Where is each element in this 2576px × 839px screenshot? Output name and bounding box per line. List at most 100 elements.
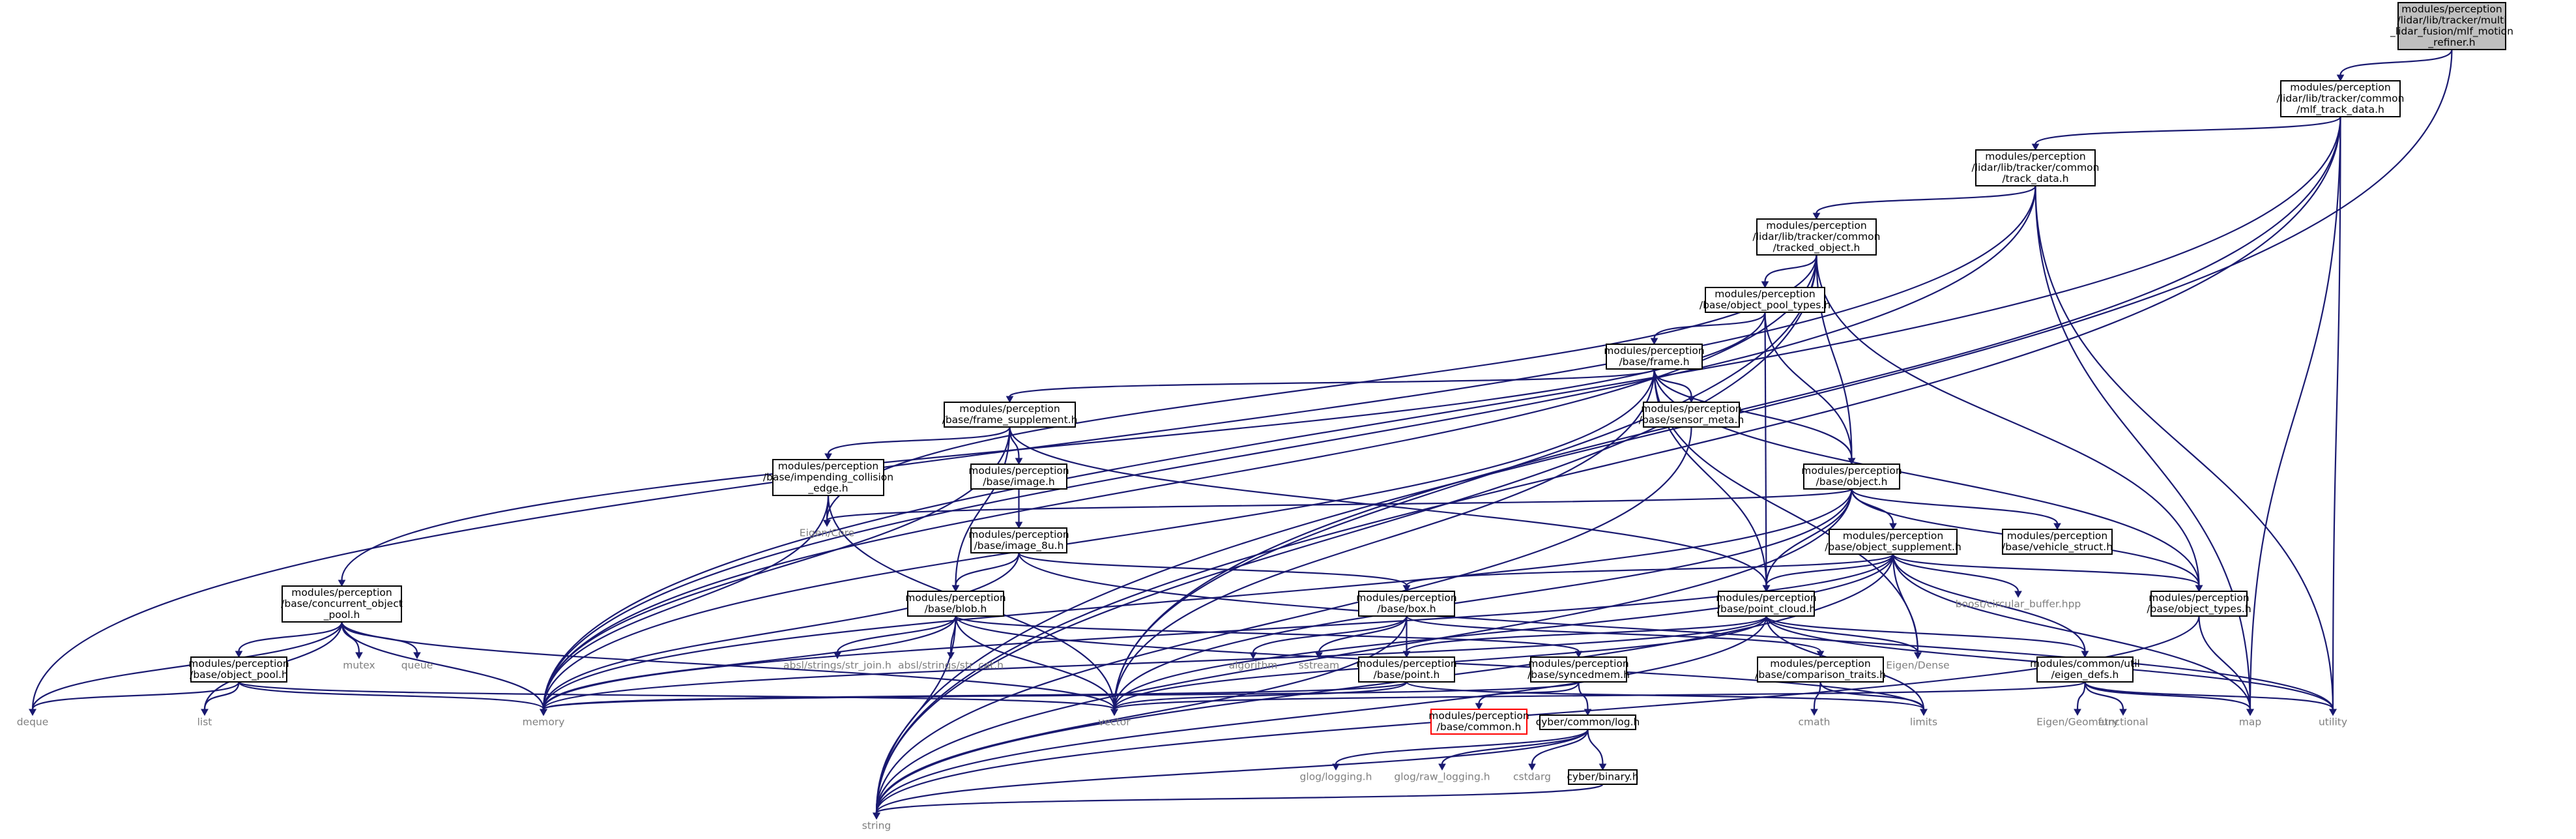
edge-object-pool-to-list — [203, 681, 240, 710]
arrowhead-eigen-defs-to-vector — [1110, 709, 1118, 716]
node-glog-logging: glog/logging.h — [1300, 771, 1372, 783]
node-impending[interactable]: modules/perception/base/impending_collis… — [763, 459, 893, 496]
node-cyber-log[interactable]: cyber/common/log.h — [1536, 714, 1640, 730]
edge-frame-to-object-h — [1653, 368, 1853, 459]
arrowhead-root-to-mlf-track-data — [2336, 74, 2345, 82]
node-point-cloud[interactable]: modules/perception/base/point_cloud.h — [1716, 591, 1817, 617]
edge-object-pool-to-deque — [31, 681, 240, 710]
node-label-frame-line-0: modules/perception — [1604, 345, 1704, 357]
edge-object-pool-to-memory — [238, 681, 545, 710]
node-box-impending — [772, 459, 884, 496]
node-image-h[interactable]: modules/perception/base/image.h — [968, 464, 1069, 490]
node-box-h[interactable]: modules/perception/base/box.h — [1356, 591, 1457, 617]
arrowhead-object-pool-types-to-frame — [1650, 338, 1658, 346]
node-image-8u[interactable]: modules/perception/base/image_8u.h — [968, 527, 1069, 553]
node-frame-supplement[interactable]: modules/perception/base/frame_supplement… — [942, 402, 1078, 428]
node-concurrent-pool[interactable]: modules/perception/base/concurrent_objec… — [281, 585, 403, 623]
edge-mlf-track-data-to-utility — [2332, 116, 2341, 710]
node-label-eigen-defs-line-0: modules/common/util — [2030, 658, 2140, 670]
edge-frame-to-vector — [1113, 368, 1655, 710]
node-blob-h[interactable]: modules/perception/base/blob.h — [905, 591, 1006, 617]
node-eigen-dense: Eigen/Dense — [1886, 660, 1949, 671]
node-memory: memory — [523, 716, 565, 728]
edge-image-8u-to-memory — [542, 552, 1020, 710]
edge-object-supplement-to-box-h — [1406, 553, 1894, 587]
edge-cyber-log-to-glog-logging — [1335, 729, 1589, 765]
edge-blob-h-to-syncedmem — [955, 615, 1580, 653]
node-common-h: modules/perception/base/common.h — [1428, 709, 1529, 735]
edge-sensor-meta-to-string — [875, 426, 1692, 814]
node-tracked-object[interactable]: modules/perception/lidar/lib/tracker/com… — [1753, 218, 1881, 256]
node-sensor-meta[interactable]: modules/perception/base/sensor_meta.h — [1639, 402, 1744, 428]
edge-mlf-track-data-to-map — [2249, 116, 2341, 710]
edge-eigen-defs-to-functional — [2084, 681, 2124, 710]
node-map: map — [2239, 716, 2261, 728]
node-label-cyber-binary-line-0: cyber/binary.h — [1567, 771, 1638, 783]
node-box-box-h — [1358, 591, 1455, 617]
node-mutex: mutex — [343, 660, 375, 671]
arrowhead-frame-supplement-to-impending — [824, 453, 832, 461]
edge-frame-supplement-to-point-cloud — [1009, 426, 1767, 586]
node-object-pool-types[interactable]: modules/perception/base/object_pool_type… — [1700, 287, 1831, 313]
edge-point-cloud-to-eigen-dense — [1765, 615, 1919, 653]
node-label-root-line-1: /lidar/lib/tracker/multi — [2397, 14, 2506, 26]
node-label-object-pool-line-1: /base/object_pool.h — [190, 669, 288, 681]
node-syncedmem[interactable]: modules/perception/base/syncedmem.h — [1527, 656, 1630, 683]
node-label-object-types-line-1: /base/object_types.h — [2147, 603, 2251, 615]
node-object-h[interactable]: modules/perception/base/object.h — [1801, 464, 1902, 490]
node-mlf-track-data[interactable]: modules/perception/lidar/lib/tracker/com… — [2277, 80, 2405, 117]
arrowhead-cyber-log-to-glog-raw — [1438, 763, 1446, 771]
node-label-impending-line-2: _edge.h — [807, 482, 848, 495]
arrowhead-box-h-to-algorithm — [1249, 652, 1257, 660]
node-queue: queue — [401, 660, 433, 671]
node-eigen-defs[interactable]: modules/common/util/eigen_defs.h — [2030, 656, 2140, 683]
node-vehicle-struct[interactable]: modules/perception/base/vehicle_struct.h — [2002, 529, 2113, 555]
node-frame[interactable]: modules/perception/base/frame.h — [1604, 344, 1705, 370]
node-box-syncedmem — [1530, 656, 1627, 683]
node-label-object-pool-types-line-1: /base/object_pool_types.h — [1700, 299, 1831, 312]
node-label-eigen-defs-line-1: /eigen_defs.h — [2051, 669, 2119, 681]
edge-syncedmem-to-common-h — [1478, 681, 1580, 704]
node-comparison-traits[interactable]: modules/perception/base/comparison_trait… — [1755, 656, 1886, 683]
node-str-join: absl/strings/str_join.h — [783, 660, 891, 672]
edge-object-pool-to-vector — [238, 681, 1116, 711]
node-object-types[interactable]: modules/perception/base/object_types.h — [2147, 591, 2251, 617]
arrowhead-object-supplement-to-object-types — [2195, 585, 2203, 593]
node-label-queue-line-0: queue — [401, 660, 433, 671]
node-label-syncedmem-line-1: /base/syncedmem.h — [1527, 669, 1630, 681]
node-label-root-line-3: _refiner.h — [2427, 37, 2475, 49]
edge-point-h-to-vector — [1113, 681, 1408, 710]
edge-object-h-to-eigen-core — [826, 488, 1853, 522]
node-label-point-h-line-1: /base/point.h — [1374, 669, 1440, 681]
node-track-data[interactable]: modules/perception/lidar/lib/tracker/com… — [1972, 149, 2100, 186]
node-cyber-binary[interactable]: cyber/binary.h — [1567, 769, 1639, 785]
node-vector: vector — [1098, 716, 1131, 728]
arrowhead-concurrent-pool-to-queue — [413, 652, 421, 660]
node-object-pool[interactable]: modules/perception/base/object_pool.h — [188, 656, 289, 683]
edge-object-h-to-vector — [1113, 488, 1853, 710]
edge-box-h-to-comparison-traits — [1406, 615, 1821, 653]
edge-object-types-to-map — [2198, 615, 2251, 710]
edge-cyber-binary-to-string — [875, 783, 1604, 814]
node-box-track-data — [1975, 149, 2096, 186]
node-label-limits-line-0: limits — [1910, 716, 1937, 728]
node-label-eigen-core-line-0: Eigen/Core — [800, 527, 854, 539]
edge-frame-to-sensor-meta — [1653, 368, 1692, 397]
node-label-utility-line-0: utility — [2319, 716, 2347, 728]
node-box-point-cloud — [1718, 591, 1815, 617]
edge-blob-h-to-vector — [955, 615, 1116, 710]
node-object-supplement[interactable]: modules/perception/base/object_supplemen… — [1825, 529, 1961, 555]
edge-root-to-string — [875, 49, 2453, 814]
node-label-tracked-object-line-2: /tracked_object.h — [1773, 242, 1860, 254]
node-point-h[interactable]: modules/perception/base/point.h — [1356, 656, 1457, 683]
node-box-frame-supplement — [944, 402, 1076, 428]
arrowhead-frame-to-frame-supplement — [1006, 396, 1014, 404]
node-box-sensor-meta — [1643, 402, 1740, 428]
edge-image-8u-to-utility — [1018, 552, 2334, 710]
node-root[interactable]: modules/perception/lidar/lib/tracker/mul… — [2390, 2, 2513, 50]
node-label-comparison-traits-line-0: modules/perception — [1770, 658, 1870, 670]
edge-tracked-object-to-vector — [1113, 254, 1817, 710]
node-label-track-data-line-1: /lidar/lib/tracker/common — [1972, 162, 2100, 173]
node-label-sensor-meta-line-1: /base/sensor_meta.h — [1639, 414, 1744, 426]
node-label-image-h-line-1: /base/image.h — [983, 476, 1054, 488]
